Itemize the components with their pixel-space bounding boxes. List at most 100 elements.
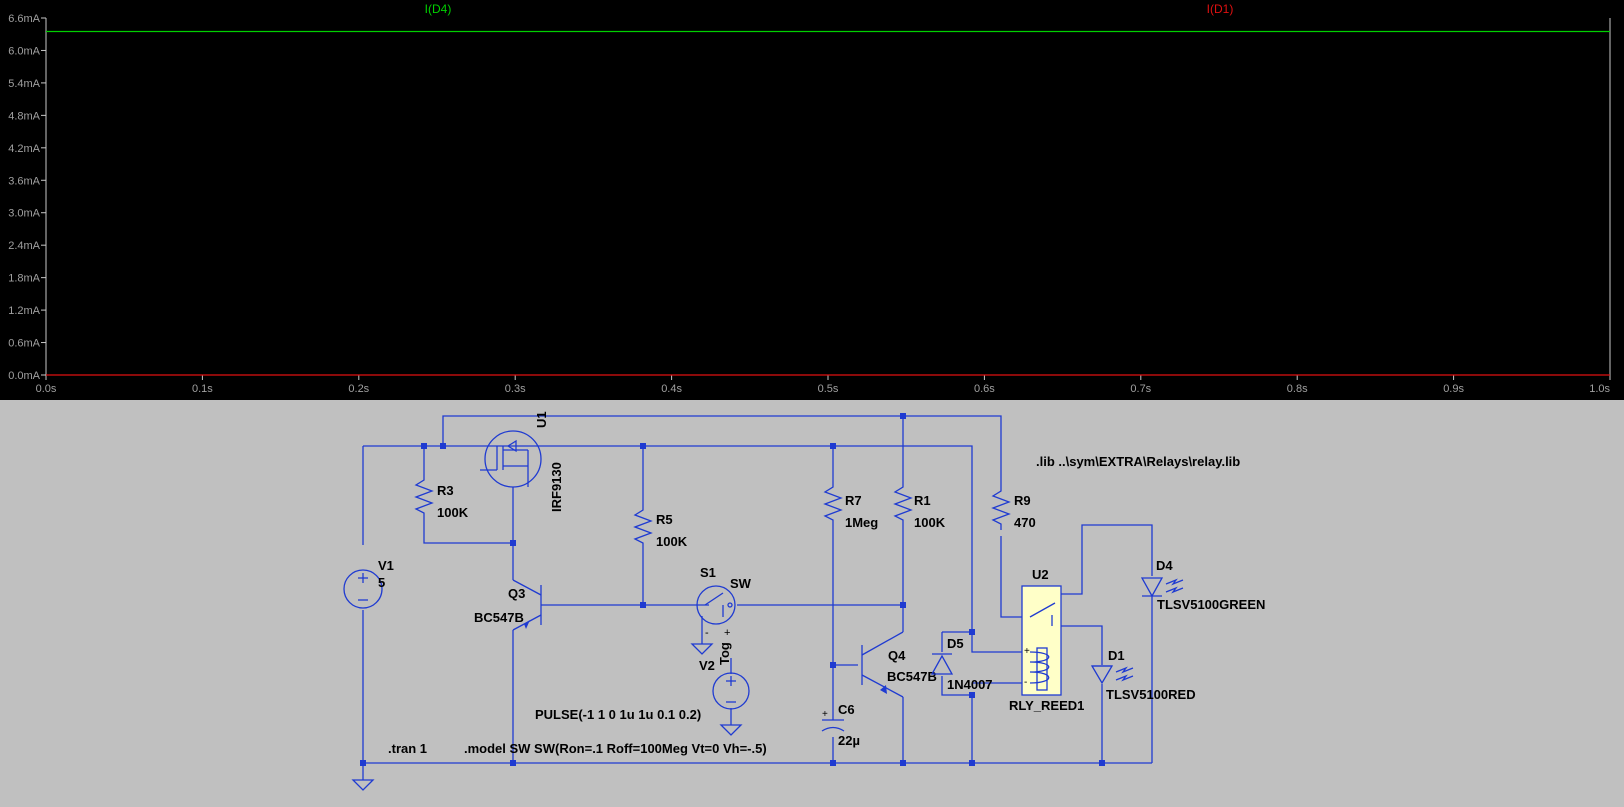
r5-resistor[interactable]	[633, 504, 653, 557]
q4-model: BC547B	[887, 669, 937, 684]
x-tick-label: 0.1s	[192, 383, 213, 395]
y-tick-label: 4.2mA	[8, 143, 40, 155]
r7-label: R7	[845, 493, 862, 508]
y-tick-label: 5.4mA	[8, 78, 40, 90]
r3-value: 100K	[437, 505, 469, 520]
svg-text:+: +	[1024, 646, 1030, 657]
r3-label: R3	[437, 483, 454, 498]
r7-resistor[interactable]	[823, 481, 843, 532]
y-axis: 0.0mA 0.6mA 1.2mA 1.8mA 2.4mA 3.0mA 3.6mA 4.2mA…	[8, 13, 46, 382]
x-tick-label: 0.7s	[1130, 383, 1151, 395]
y-tick-label: 0.0mA	[8, 370, 40, 382]
d5-diode[interactable]	[930, 653, 954, 675]
y-tick-label: 1.2mA	[8, 305, 40, 317]
y-tick-label: 4.8mA	[8, 110, 40, 122]
y-tick-label: 3.6mA	[8, 175, 40, 187]
ground-icon	[719, 724, 743, 736]
svg-text:+: +	[822, 709, 828, 720]
q3-model: BC547B	[474, 610, 524, 625]
c6-value: 22µ	[838, 733, 860, 748]
wire	[971, 632, 1030, 653]
u1-model: IRF9130	[549, 462, 564, 512]
y-tick-label: 2.4mA	[8, 240, 40, 252]
c6-capacitor[interactable]: +	[821, 700, 845, 732]
wire	[442, 415, 1002, 485]
svg-text:-: -	[1024, 677, 1027, 688]
legend-i-d1[interactable]: I(D1)	[1207, 2, 1234, 16]
v2-value: Tog	[717, 642, 732, 665]
ground-icon	[351, 779, 375, 791]
u2-label: U2	[1032, 567, 1049, 582]
y-tick-label: 0.6mA	[8, 338, 40, 350]
wire	[423, 524, 513, 544]
r1-value: 100K	[914, 515, 946, 530]
r9-label: R9	[1014, 493, 1031, 508]
x-tick-label: 0.6s	[974, 383, 995, 395]
legend-i-d4[interactable]: I(D4)	[425, 2, 452, 16]
d4-label: D4	[1156, 558, 1173, 573]
v1-value: 5	[378, 575, 385, 590]
r3-resistor[interactable]	[414, 474, 434, 524]
y-tick-label: 6.0mA	[8, 45, 40, 57]
y-tick-label: 6.6mA	[8, 13, 40, 25]
x-tick-label: 0.2s	[348, 383, 369, 395]
u1-mosfet[interactable]	[480, 430, 542, 488]
wire	[363, 445, 973, 632]
r9-value: 470	[1014, 515, 1036, 530]
y-tick-label: 3.0mA	[8, 208, 40, 220]
ground-icon	[690, 643, 714, 655]
wires	[362, 415, 1153, 780]
v2-voltage-source[interactable]	[712, 672, 750, 710]
s1-switch[interactable]: - +	[696, 585, 736, 639]
x-tick-label: 0.8s	[1287, 383, 1308, 395]
u2-model: RLY_REED1	[1009, 698, 1084, 713]
d5-label: D5	[947, 636, 964, 651]
tran-directive[interactable]: .tran 1	[388, 741, 427, 756]
y-tick-label: 1.8mA	[8, 273, 40, 285]
junctions	[360, 413, 1105, 766]
r1-resistor[interactable]	[893, 481, 913, 532]
v2-label: V2	[699, 658, 715, 673]
v1-label: V1	[378, 558, 394, 573]
q3-transistor[interactable]	[512, 579, 542, 631]
waveform-chart[interactable]: 0.0mA 0.6mA 1.2mA 1.8mA 2.4mA 3.0mA 3.6mA 4.2mA…	[0, 0, 1624, 400]
q4-label: Q4	[888, 648, 906, 663]
schematic-pane[interactable]: V1 5 R3 100K U1 IRF9130 Q3	[0, 400, 1624, 802]
d1-label: D1	[1108, 648, 1125, 663]
s1-label: S1	[700, 565, 716, 580]
u2-relay[interactable]: + -	[1021, 585, 1062, 696]
lib-directive[interactable]: .lib ..\sym\EXTRA\Relays\relay.lib	[1036, 454, 1240, 469]
svg-text:-: -	[705, 627, 709, 639]
model-directive[interactable]: .model SW SW(Ron=.1 Roff=100Meg Vt=0 Vh=…	[464, 741, 767, 756]
x-tick-label: 1.0s	[1589, 383, 1610, 395]
d1-model: TLSV5100RED	[1106, 687, 1196, 702]
x-tick-label: 0.5s	[818, 383, 839, 395]
wire	[1052, 625, 1103, 665]
d1-led[interactable]	[1090, 665, 1134, 685]
waveform-plot-pane[interactable]: 0.0mA 0.6mA 1.2mA 1.8mA 2.4mA 3.0mA 3.6mA 4.2mA…	[0, 0, 1624, 400]
v1-voltage-source[interactable]	[343, 569, 383, 609]
pulse-spec[interactable]: PULSE(-1 1 0 1u 1u 0.1 0.2)	[535, 707, 701, 722]
r5-label: R5	[656, 512, 673, 527]
s1-model: SW	[730, 576, 752, 591]
q3-label: Q3	[508, 586, 525, 601]
circuit-schematic[interactable]: V1 5 R3 100K U1 IRF9130 Q3	[0, 400, 1624, 802]
d4-led[interactable]	[1140, 577, 1184, 598]
x-tick-label: 0.9s	[1443, 383, 1464, 395]
x-tick-label: 0.4s	[661, 383, 682, 395]
r7-value: 1Meg	[845, 515, 878, 530]
wire	[941, 676, 972, 696]
c6-label: C6	[838, 702, 855, 717]
x-tick-label: 0.3s	[505, 383, 526, 395]
wire	[1000, 536, 1030, 618]
x-axis: 0.0s 0.1s 0.2s 0.3s 0.4s 0.5s 0.6s 0.7s 0.8s 0.9s…	[36, 375, 1611, 395]
wire	[1060, 524, 1153, 595]
r9-resistor[interactable]	[991, 485, 1011, 530]
r5-value: 100K	[656, 534, 688, 549]
x-tick-label: 0.0s	[36, 383, 57, 395]
series-lines	[46, 30, 1610, 376]
svg-text:+: +	[724, 627, 730, 639]
d4-model: TLSV5100GREEN	[1157, 597, 1265, 612]
q4-transistor[interactable]	[861, 631, 904, 698]
d5-model: 1N4007	[947, 677, 993, 692]
